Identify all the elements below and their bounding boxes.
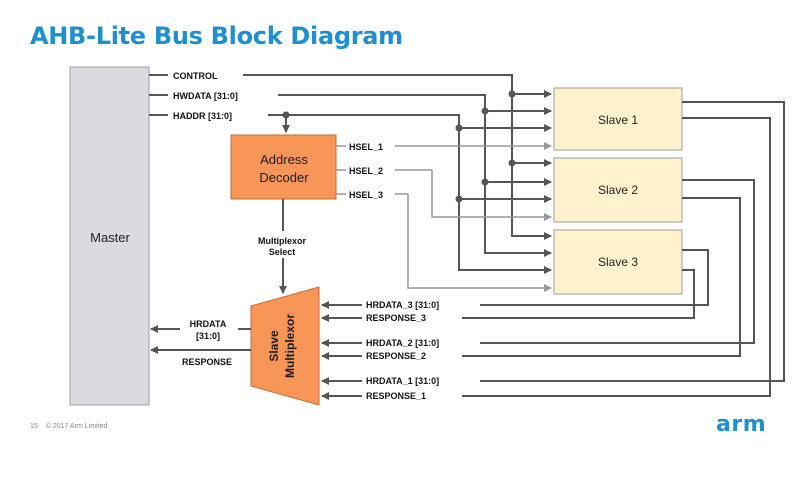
control-label: CONTROL <box>173 71 218 81</box>
hwdata-label: HWDATA [31:0] <box>173 91 238 101</box>
mux-select-label-line2: Select <box>269 247 296 257</box>
mux-output-wires <box>150 325 251 354</box>
arm-logo: arm <box>716 412 767 437</box>
master-label: Master <box>90 230 130 245</box>
hsel-3-label: HSEL_3 <box>349 190 383 200</box>
decoder-label-line2: Decoder <box>259 170 309 185</box>
hsel-1-label: HSEL_1 <box>349 142 383 152</box>
address-decoder-block: Address Decoder <box>230 134 337 200</box>
slave-2-block: Slave 2 <box>553 157 683 223</box>
slave-3-block: Slave 3 <box>553 229 683 295</box>
response-out-label: RESPONSE <box>182 357 232 367</box>
copyright-notice: © 2017 Arm Limited <box>45 423 108 430</box>
hsel-2-label: HSEL_2 <box>349 166 383 176</box>
wire-junctions <box>282 90 516 203</box>
hsel-wires <box>336 142 552 292</box>
haddr-label: HADDR [31:0] <box>173 111 232 121</box>
master-block: Master <box>69 66 150 406</box>
slide-footer: 15 © 2017 Arm Limited <box>30 423 113 430</box>
hrdata-1-label: HRDATA_1 [31:0] <box>366 376 439 386</box>
mux-label-line2: Multiplexor <box>283 314 297 378</box>
response-1-label: RESPONSE_1 <box>366 391 426 401</box>
hrdata-out-label-line1: HRDATA <box>190 319 227 329</box>
mux-select-label-line1: Multiplexor <box>258 236 306 246</box>
slave-return-labels: HRDATA_3 [31:0] RESPONSE_3 HRDATA_2 [31:… <box>366 300 439 401</box>
mux-label-line1: Slave <box>267 330 281 362</box>
hrdata-out-label-line2: [31:0] <box>196 331 220 341</box>
slave-return-wires <box>321 101 785 400</box>
slave-1-label: Slave 1 <box>598 113 638 127</box>
slave-2-label: Slave 2 <box>598 183 638 197</box>
slide-title: AHB-Lite Bus Block Diagram <box>30 22 403 50</box>
decoder-label-line1: Address <box>260 152 308 167</box>
slave-1-block: Slave 1 <box>553 87 683 151</box>
response-3-label: RESPONSE_3 <box>366 313 426 323</box>
hrdata-2-label: HRDATA_2 [31:0] <box>366 338 439 348</box>
hrdata-3-label: HRDATA_3 [31:0] <box>366 300 439 310</box>
slave-multiplexor-block: Slave Multiplexor <box>250 286 320 406</box>
page-number: 15 <box>30 423 38 430</box>
slave-3-label: Slave 3 <box>598 255 638 269</box>
response-2-label: RESPONSE_2 <box>366 351 426 361</box>
